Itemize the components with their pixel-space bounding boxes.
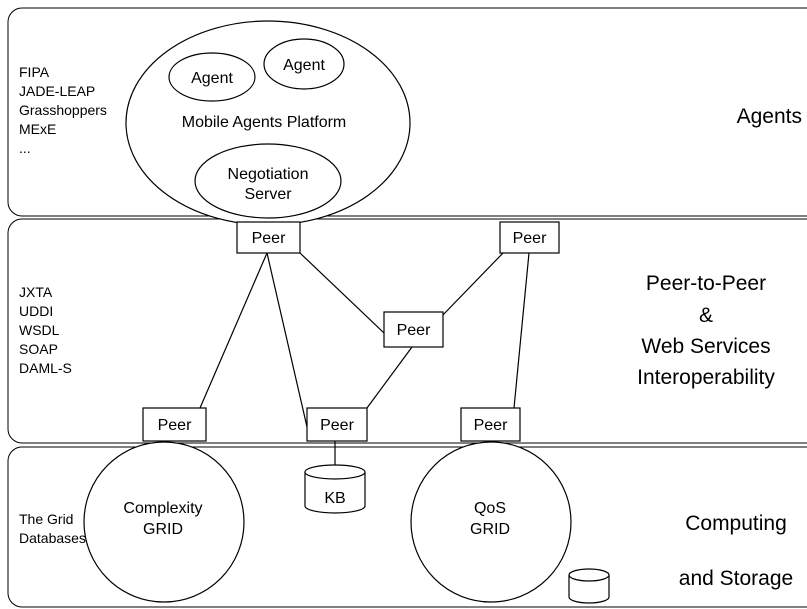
p2p-layer-title-line4: Interoperability — [637, 366, 775, 389]
negotiation-server — [194, 143, 342, 219]
link-peer-middle-to-peer-kb — [366, 346, 413, 409]
qos-grid — [410, 441, 572, 603]
computing-layer-title-line2: and Storage — [679, 567, 793, 590]
p2p-layer-title-line3: Web Services — [641, 335, 770, 358]
complexity-grid-label-line2: GRID — [143, 521, 183, 538]
storage-database-icon — [568, 568, 610, 604]
peer-kb: Peer — [306, 407, 368, 442]
qos-grid-label-line2: GRID — [470, 521, 510, 538]
computing-layer-title-line1: Computing — [685, 512, 787, 535]
negotiation-label-line1: Negotiation — [228, 166, 309, 183]
complexity-grid-label-line1: Complexity — [123, 500, 202, 517]
complexity-grid — [83, 441, 245, 603]
peer-complexity: Peer — [142, 407, 207, 442]
peer-label: Peer — [474, 417, 508, 434]
agents-item: FIPA — [19, 64, 50, 80]
kb-database-icon: KB — [304, 464, 366, 514]
peer-label: Peer — [320, 417, 354, 434]
agents-layer-title: Agents — [737, 105, 802, 128]
peer-label: Peer — [513, 230, 547, 247]
p2p-item: DAML-S — [19, 360, 72, 376]
link-peer-top-to-peer-complexity — [199, 252, 268, 409]
negotiation-label-line2: Server — [244, 186, 292, 203]
p2p-layer-title-line2: & — [699, 304, 713, 327]
agent-node-1 — [168, 52, 256, 102]
kb-label: KB — [324, 490, 345, 507]
link-peer-right-to-peer-qos — [513, 252, 530, 409]
link-peer-right-to-peer-middle — [439, 252, 504, 319]
computing-item: Databases — [19, 530, 86, 546]
peer-middle: Peer — [383, 311, 444, 348]
agents-item: ... — [19, 140, 31, 156]
agent-node-2 — [263, 38, 345, 90]
p2p-item: UDDI — [19, 303, 53, 319]
p2p-item: JXTA — [19, 284, 53, 300]
p2p-item: SOAP — [19, 341, 58, 357]
agents-item: Grasshoppers — [19, 102, 107, 118]
p2p-layer-title-line1: Peer-to-Peer — [646, 272, 766, 295]
peer-right: Peer — [499, 221, 560, 254]
peer-label: Peer — [397, 322, 431, 339]
agents-item: JADE-LEAP — [19, 83, 95, 99]
agents-item: MExE — [19, 121, 56, 137]
link-peer-top-to-peer-middle — [299, 252, 385, 334]
qos-grid-label-line1: QoS — [474, 500, 506, 517]
agent-label: Agent — [191, 70, 233, 87]
peer-label: Peer — [158, 417, 192, 434]
p2p-item: WSDL — [19, 322, 60, 338]
peer-qos: Peer — [460, 407, 521, 442]
agent-label: Agent — [283, 57, 325, 74]
computing-item: The Grid — [19, 511, 73, 527]
peer-top: Peer — [236, 221, 301, 254]
peer-label: Peer — [252, 230, 286, 247]
link-peer-top-to-peer-kb — [266, 252, 311, 441]
platform-label: Mobile Agents Platform — [182, 114, 347, 131]
